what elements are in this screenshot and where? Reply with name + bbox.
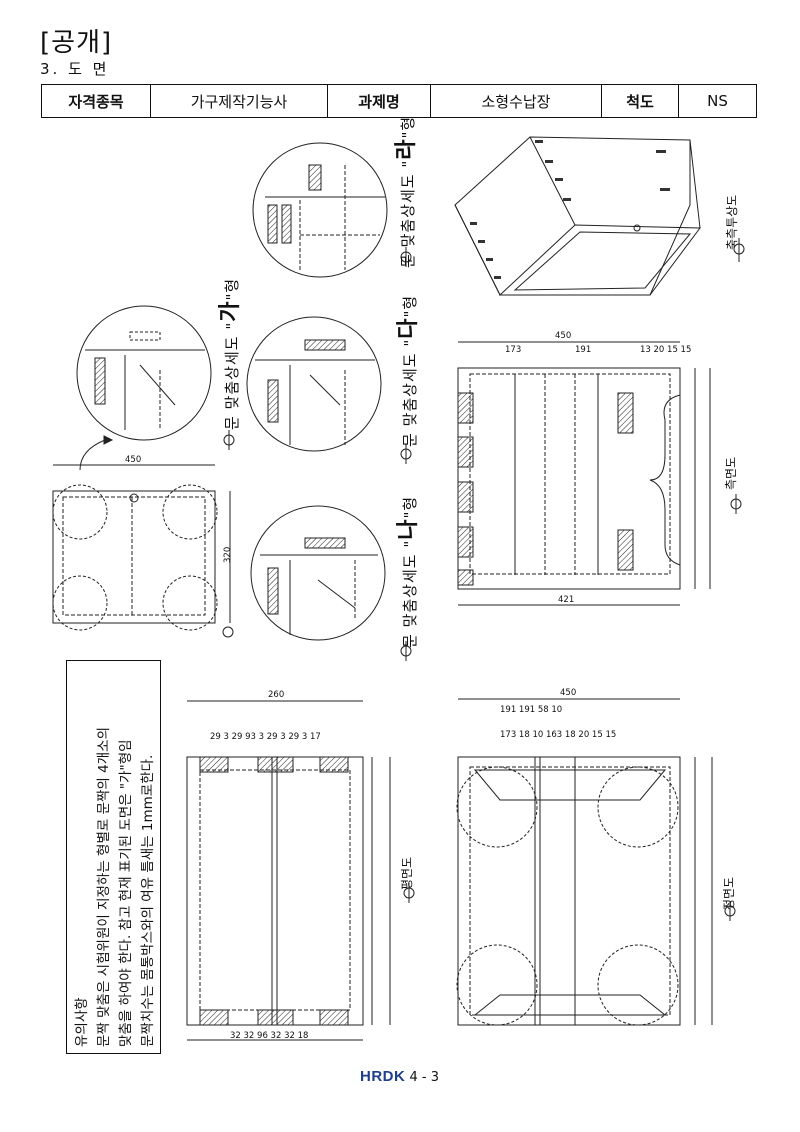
svg-text:450: 450 bbox=[560, 688, 576, 698]
notes-box: 유의사항 문짝 맞춤은 시험위원이 지정하는 형별로 문짝의 4개소의 맞춤을 … bbox=[66, 660, 161, 1054]
section-title: 3. 도 면 bbox=[40, 60, 110, 78]
detail-ra-label: 문 맞춤상세도 "라"형 bbox=[394, 115, 419, 268]
front-view bbox=[456, 698, 713, 1026]
detail-ga-label: 문 맞춤상세도 "가"형 bbox=[218, 277, 243, 430]
small-front-view bbox=[52, 464, 231, 631]
value-task: 소형수납장 bbox=[430, 84, 602, 118]
svg-text:29 3 29 93 3 29 3 29 3 17: 29 3 29 93 3 29 3 29 3 17 bbox=[210, 732, 321, 742]
plan-view-label: 평면도 bbox=[400, 856, 414, 890]
svg-text:191 191 58: 191 191 58 10 bbox=[500, 705, 562, 715]
svg-text:32 32 96 32 32 18: 32 32 96 32 32 18 bbox=[230, 1031, 308, 1041]
side-view-label: 측면도 bbox=[724, 456, 738, 490]
side-view bbox=[457, 341, 711, 606]
info-table: 자격종목 가구제작기능사 과제명 소형수납장 척도 NS bbox=[41, 84, 757, 118]
svg-text:173: 173 bbox=[505, 345, 521, 355]
isometric-view bbox=[454, 136, 701, 296]
value-scale: NS bbox=[678, 84, 757, 118]
svg-text:173 18 10 163 18: 173 18 10 163 18 20 15 15 bbox=[500, 730, 616, 740]
page-number: 4 - 3 bbox=[409, 1070, 439, 1085]
svg-text:191: 191 bbox=[575, 345, 591, 355]
iso-view-label: 축측투상도 bbox=[725, 194, 739, 250]
label-task: 과제명 bbox=[327, 84, 431, 118]
plan-view bbox=[186, 700, 391, 1041]
detail-circle-da bbox=[246, 316, 382, 452]
svg-text:260: 260 bbox=[268, 690, 284, 700]
svg-text:450: 450 bbox=[555, 331, 571, 341]
notes-line-3: 문짝치수는 몸통박스와의 여유 틈새는 1mm로한다. bbox=[140, 754, 156, 1047]
svg-text:421: 421 bbox=[558, 595, 574, 605]
dimension-annotations: 450 320 450 173 191 13 20 15 15 421 260 29… bbox=[125, 331, 691, 1041]
notes-title: 유의사항 bbox=[74, 997, 90, 1047]
notes-line-2: 맞춤을 하여야 한다. 참고 현재 표기된 도면은 "가"형임 bbox=[118, 739, 134, 1047]
svg-text:13 20 15 15: 13 20 15 15 bbox=[640, 345, 691, 355]
public-tag: [공개] bbox=[40, 28, 113, 58]
notes-text: 유의사항 문짝 맞춤은 시험위원이 지정하는 형별로 문짝의 4개소의 맞춤을 … bbox=[71, 727, 159, 1047]
detail-da-label: 문 맞춤상세도 "다"형 bbox=[396, 294, 421, 447]
detail-circle-ra bbox=[252, 142, 388, 278]
label-scale: 척도 bbox=[601, 84, 679, 118]
front-view-label: 정면도 bbox=[722, 876, 736, 910]
detail-circle-na bbox=[250, 505, 386, 641]
hrdk-logo: HRDK bbox=[360, 1068, 406, 1085]
detail-na-label: 문 맞춤상세도 "나"형 bbox=[396, 495, 421, 648]
notes-line-1: 문짝 맞춤은 시험위원이 지정하는 형별로 문짝의 4개소의 bbox=[96, 727, 112, 1047]
detail-circle-ga bbox=[76, 305, 212, 441]
footer: HRDK 4 - 3 bbox=[360, 1068, 439, 1085]
svg-text:320: 320 bbox=[223, 547, 233, 563]
svg-text:450: 450 bbox=[125, 455, 141, 465]
